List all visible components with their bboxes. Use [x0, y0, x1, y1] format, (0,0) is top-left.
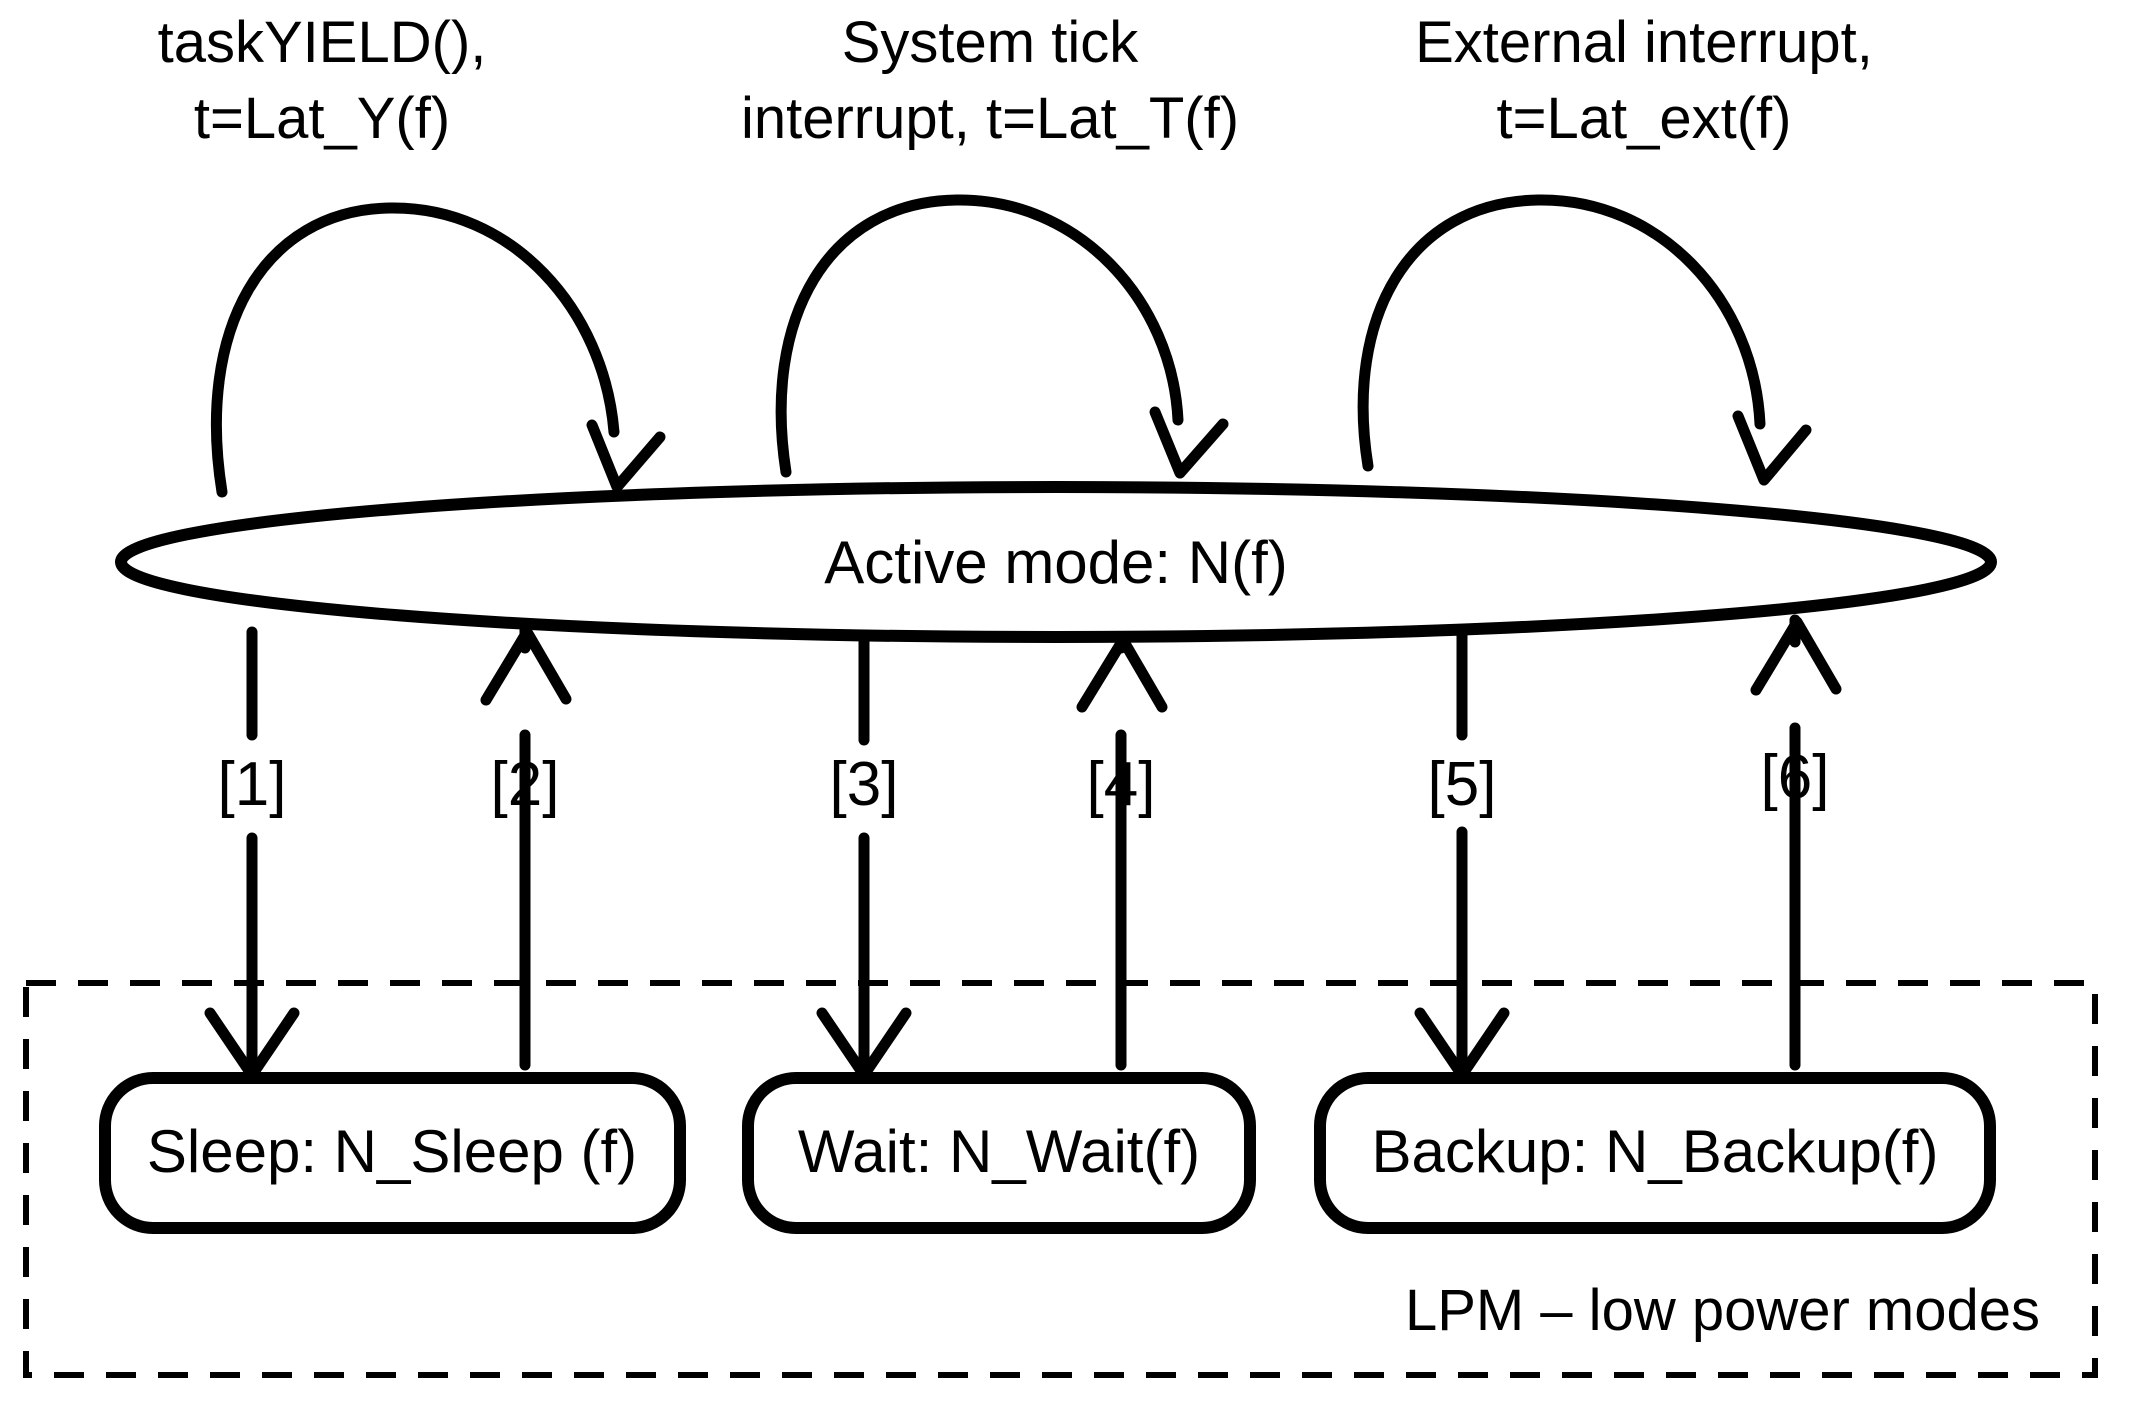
event-label-external-interrupt-line1: External interrupt,: [1415, 10, 1873, 75]
active-mode-ellipse: [115, 481, 1997, 643]
transition-1[interactable]: [1]: [204, 626, 300, 1081]
transition-4-label: [4]: [1087, 750, 1156, 819]
transition-6[interactable]: [6]: [1750, 614, 1842, 1071]
event-label-yield-line1: taskYIELD(),: [158, 10, 487, 75]
transition-5-label: [5]: [1428, 750, 1497, 819]
transition-3[interactable]: [3]: [816, 631, 912, 1081]
lpm-group-boundary: [23, 980, 2098, 1378]
event-label-external-interrupt-line2: t=Lat_ext(f): [1497, 86, 1792, 151]
transition-1-label: [1]: [218, 750, 287, 819]
transition-4-arrowhead: [1076, 634, 1168, 713]
event-label-yield: taskYIELD(), t=Lat_Y(f): [158, 10, 487, 151]
lpm-state-sleep[interactable]: Sleep: N_Sleep (f): [99, 1072, 686, 1234]
self-loop-external-interrupt[interactable]: [1357, 194, 1812, 486]
self-loop-external-interrupt-arrowhead: [1732, 410, 1812, 486]
self-loop-yield[interactable]: [210, 202, 666, 498]
event-label-system-tick-line2: interrupt, t=Lat_T(f): [741, 86, 1239, 151]
lpm-state-backup[interactable]: Backup: N_Backup(f): [1314, 1072, 1996, 1234]
self-loop-system-tick-arc: [775, 194, 1184, 478]
transition-2[interactable]: [2]: [480, 624, 572, 1071]
transition-2-arrowhead: [480, 626, 572, 706]
lpm-state-backup-label: Backup: N_Backup(f): [1372, 1118, 1939, 1185]
lpm-state-backup-box: [1314, 1072, 1996, 1234]
transition-2-label: [2]: [491, 750, 560, 819]
self-loop-system-tick[interactable]: [775, 194, 1229, 479]
self-loop-external-interrupt-arc: [1357, 194, 1766, 472]
lpm-legend-label: LPM – low power modes: [1405, 1278, 2040, 1343]
transition-6-arrowhead: [1750, 616, 1842, 696]
transition-5[interactable]: [5]: [1414, 626, 1510, 1081]
lpm-state-wait[interactable]: Wait: N_Wait(f): [742, 1072, 1256, 1234]
active-mode-node[interactable]: Active mode: N(f): [115, 481, 1997, 643]
self-loop-system-tick-arrowhead: [1149, 406, 1229, 479]
event-label-system-tick-line1: System tick: [842, 10, 1139, 75]
event-label-external-interrupt: External interrupt, t=Lat_ext(f): [1415, 10, 1873, 151]
lpm-state-sleep-box: [99, 1072, 686, 1234]
self-loop-yield-arrowhead: [586, 419, 666, 493]
event-label-system-tick: System tick interrupt, t=Lat_T(f): [741, 10, 1239, 151]
transition-3-label: [3]: [830, 750, 899, 819]
event-label-yield-line2: t=Lat_Y(f): [194, 86, 450, 151]
lpm-state-wait-label: Wait: N_Wait(f): [798, 1118, 1200, 1185]
lpm-state-sleep-label: Sleep: N_Sleep (f): [147, 1118, 637, 1185]
self-loop-yield-arc: [210, 202, 620, 498]
transition-4[interactable]: [4]: [1076, 632, 1168, 1071]
lpm-state-wait-box: [742, 1072, 1256, 1234]
transition-6-label: [6]: [1761, 743, 1830, 812]
active-mode-label: Active mode: N(f): [824, 529, 1287, 596]
